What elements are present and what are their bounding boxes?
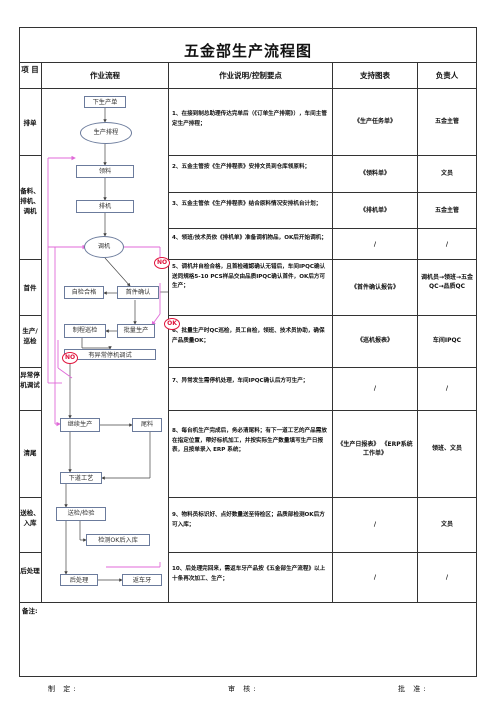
- header-stage: 项 目: [21, 65, 39, 74]
- flow-inspect: 送检/检验: [56, 507, 106, 521]
- row-owner-1: 五金主管: [434, 118, 459, 125]
- row-owner-3: 五金主管: [434, 207, 459, 214]
- flow-next: 下道工艺: [60, 472, 102, 484]
- row-form-3: 《排机单》: [359, 207, 390, 214]
- row-desc-8: 8、每台机生产完成后，务必清尾料；有下一道工艺的产品需放在指定位置，帶好标机加工…: [172, 428, 327, 453]
- row-form-1: 《生产任务单》: [353, 118, 396, 125]
- ok-marker: OK: [164, 318, 180, 330]
- row-desc-4: 4、领班/技术员依《排机单》准备调机物品，OK后开始调机；: [172, 235, 327, 241]
- flow-machine: 排机: [76, 200, 134, 213]
- flow-first-confirm: 首件确认: [117, 286, 159, 299]
- flow-tail: 尾料: [132, 418, 162, 432]
- stage-first-piece: 首件: [23, 284, 37, 292]
- footer-approve: 批 准:: [398, 685, 429, 693]
- row-owner-10: /: [445, 574, 449, 581]
- flow-mass: 批量生产: [117, 324, 155, 338]
- no-marker: NO: [154, 257, 170, 269]
- row-owner-5: 调机员→领班→五金QC→品质QC: [420, 274, 474, 290]
- flow-continue: 继续生产: [60, 418, 100, 432]
- stage-production: 生产/巡检: [22, 327, 38, 345]
- header-owner: 负责人: [435, 71, 459, 80]
- row-desc-3: 3、五金主管依《生产排程表》结合原料情况安排机台计划；: [172, 201, 322, 207]
- header-desc: 作业说明/控制要点: [219, 71, 282, 80]
- row-owner-4: /: [445, 241, 449, 248]
- flow-stock: 检测OK后入库: [86, 534, 150, 546]
- flow-rethread: 返车牙: [122, 574, 162, 586]
- footer-made: 制 定:: [48, 685, 79, 693]
- stage-scheduling: 排单: [23, 119, 37, 127]
- row-owner-9: 文员: [440, 521, 453, 528]
- flow-order: 下生产单: [84, 96, 126, 108]
- row-form-7: /: [373, 385, 377, 392]
- row-owner-2: 文员: [440, 170, 453, 177]
- header-flow: 作业流程: [90, 71, 120, 80]
- stage-clearance: 清尾: [23, 449, 37, 457]
- flow-material: 领料: [76, 165, 134, 178]
- page-title: 五金部生产流程图: [183, 42, 312, 60]
- row-owner-8: 领班、文员: [431, 445, 462, 452]
- row-desc-6: 6、批量生产时QC巡检，员工自检，领班、技术员协助，确保产品质量OK；: [172, 328, 325, 344]
- flow-post: 后处理: [60, 574, 98, 586]
- row-desc-2: 2、五金主管按《生产排程表》安排文员到仓库领原料；: [172, 164, 311, 170]
- remarks-label: 备注:: [22, 607, 38, 615]
- row-form-6: 《巡机报表》: [356, 337, 393, 344]
- row-desc-5: 5、调机并自检合格，且首检確認确认无错后，车间IPQC确认送同規格5-10 PC…: [172, 264, 326, 289]
- header-forms: 支持图表: [360, 71, 390, 80]
- row-form-9: /: [373, 521, 377, 528]
- footer-review: 审 核:: [228, 685, 259, 693]
- row-form-8: 《生产日报表》 《ERP系统工作单》: [337, 441, 413, 457]
- flow-tuning: 调机: [84, 236, 124, 258]
- flow-patrol: 制程巡检: [64, 324, 106, 338]
- row-form-4: /: [373, 241, 377, 248]
- stage-post: 后处理: [20, 567, 40, 575]
- row-form-2: 《领料单》: [359, 170, 390, 177]
- flow-schedule: 生产排程: [80, 122, 132, 144]
- stage-abnormal: 异常停机调试: [20, 371, 40, 389]
- row-form-10: /: [373, 574, 377, 581]
- row-desc-7: 7、异常发生需停机处理，车间IPQC确认后方可生产；: [172, 378, 309, 384]
- row-desc-1: 1、在接到制总助理传达完单后（《订单生产排期》），车间主管定生产排程；: [172, 111, 327, 127]
- row-owner-6: 车间IPQC: [432, 337, 462, 344]
- stage-inspection: 送检、入库: [20, 509, 40, 527]
- no-marker-2: NO: [62, 352, 78, 364]
- flow-self-check: 自检合格: [64, 286, 104, 299]
- stage-prep: 备料、排机、调机: [20, 187, 40, 215]
- row-form-5: 《首件确认报告》: [350, 284, 399, 291]
- row-owner-7: /: [445, 385, 449, 392]
- row-desc-10: 10、后处理完回来，需返车牙产品按《五金部生产流程》以上十条再次加工、生产；: [172, 566, 326, 582]
- row-desc-9: 9、物料员标识好、点好数量送至待检区；品质部检测OK后方可入库；: [172, 512, 325, 528]
